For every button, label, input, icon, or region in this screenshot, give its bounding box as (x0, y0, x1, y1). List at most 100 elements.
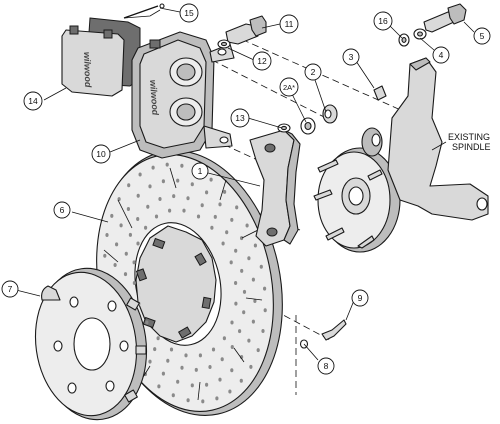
rotor-drill-hole (153, 347, 157, 352)
rotor-drill-hole (126, 207, 130, 211)
svg-text:2: 2 (311, 67, 316, 77)
svg-text:4: 4 (439, 50, 444, 60)
svg-text:6: 6 (60, 205, 65, 215)
svg-text:5: 5 (480, 31, 485, 41)
callout-11: 11 (279, 14, 299, 34)
rotor-drill-hole (221, 241, 225, 246)
hat-flange-notches (124, 297, 147, 403)
rotor-drill-hole (211, 347, 216, 352)
hat-bolt-holes (53, 296, 129, 394)
rotor-drill-hole (220, 357, 224, 362)
caliper-brand-logo: wilwood (148, 79, 160, 116)
rotor-drill-hole (156, 336, 160, 341)
rotor-drill-hole (151, 165, 155, 170)
callout-markers: 1 2 2A* 3 4 5 6 7 8 9 10 11 12 13 14 15 … (1, 3, 491, 375)
rotor-drill-hole (123, 272, 128, 277)
rotor-drill-hole (209, 177, 213, 182)
callout-4: 4 (432, 46, 450, 64)
svg-text:10: 10 (96, 149, 106, 159)
callout-13: 13 (230, 108, 250, 128)
callout-3: 3 (342, 48, 360, 66)
rotor-drill-hole (105, 233, 109, 237)
rotor-drill-hole (223, 189, 227, 194)
rotor-drill-hole (256, 348, 260, 353)
rotor-drill-hole (234, 248, 238, 253)
svg-text:9: 9 (358, 293, 363, 303)
existing-spindle-caption: EXISTING SPINDLE (448, 132, 491, 152)
brake-pad: wilwood (61, 17, 141, 97)
rotor-drill-hole (201, 399, 205, 404)
rotor-drill-hole (234, 281, 238, 285)
rotor-drill-hole (235, 205, 239, 210)
rotor-drill-hole (172, 194, 176, 199)
svg-text:2A*: 2A* (283, 83, 295, 92)
rotor-drill-hole (251, 319, 255, 324)
callout-9: 9 (351, 289, 369, 307)
rotor-drill-hole (145, 320, 149, 325)
callout-2a: 2A* (279, 77, 299, 97)
rotor-drill-hole (210, 225, 214, 230)
rotor-drill-hole (234, 301, 238, 306)
svg-text:1: 1 (198, 166, 203, 176)
rotor-drill-hole (222, 336, 226, 341)
rotor-drill-hole (229, 260, 233, 265)
svg-text:11: 11 (285, 19, 294, 29)
callout-7: 7 (1, 280, 19, 298)
rotor-drill-hole (247, 256, 251, 261)
callout-6: 6 (53, 201, 71, 219)
rotor-drill-hole (115, 242, 119, 247)
rotor-drill-hole (161, 371, 165, 376)
svg-text:EXISTING: EXISTING (448, 132, 490, 142)
rotor-drill-hole (128, 232, 132, 237)
rotor-drill-hole (103, 253, 107, 258)
rotor-drill-hole (136, 193, 140, 198)
rotor-cross-drill-holes (103, 162, 267, 404)
rotor-drill-hole (230, 345, 234, 349)
rotor-drill-hole (132, 260, 136, 265)
svg-text:3: 3 (349, 52, 354, 62)
svg-text:15: 15 (184, 8, 194, 18)
rotor-drill-hole (242, 289, 247, 294)
rotor-drill-hole (186, 196, 190, 201)
callout-8: 8 (317, 357, 335, 375)
rotor-drill-hole (138, 172, 142, 177)
rotor-drill-hole (132, 281, 136, 285)
callout-16: 16 (373, 11, 393, 31)
caliper-bracket (249, 129, 301, 247)
rotor-drill-hole (242, 310, 246, 315)
rotor-drill-hole (238, 329, 242, 334)
rotor-drill-hole (213, 214, 217, 219)
rotor-drill-hole (245, 223, 249, 228)
rotor-drill-hole (205, 382, 209, 387)
rotor-drill-hole (158, 197, 162, 201)
rotor-slots (103, 167, 263, 401)
svg-text:16: 16 (378, 16, 388, 26)
rotor-mounting-slots (135, 237, 212, 339)
rotor-drill-hole (184, 353, 188, 358)
callout-15: 15 (179, 3, 199, 23)
rotor-drill-hole (228, 389, 232, 394)
callout-14: 14 (23, 91, 43, 111)
rotor-drill-hole (240, 268, 244, 273)
pad-brand-logo: wilwood (82, 52, 93, 88)
rotor-drill-hole (182, 208, 186, 213)
pad-retainer-pin (123, 3, 165, 19)
rotor-drill-hole (249, 364, 253, 369)
rotor-drill-hole (218, 202, 222, 207)
rotor-drill-hole (119, 223, 123, 228)
rotor-drill-hole (168, 208, 172, 213)
rotor-drill-hole (198, 353, 202, 358)
brake-caliper: wilwood (131, 31, 235, 159)
rotor-drill-hole (148, 359, 152, 364)
rotor-drill-hole (127, 183, 131, 188)
callout-leaders (15, 7, 475, 361)
rotor-drill-hole (148, 184, 152, 189)
rotor-drill-hole (161, 179, 165, 184)
rotor-drill-hole (180, 163, 184, 168)
rotor-drill-hole (165, 162, 169, 167)
rotor-drill-hole (239, 378, 243, 383)
callout-1: 1 (191, 162, 209, 180)
spindle-mount-bolt (423, 3, 467, 33)
rotor-bolt (321, 319, 347, 341)
